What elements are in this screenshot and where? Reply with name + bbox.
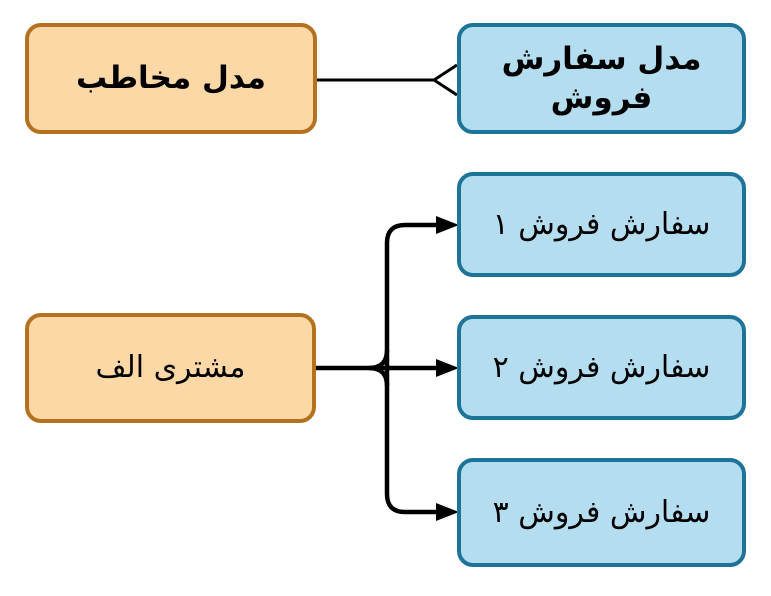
node-sale-order-1-label: سفارش فروش ۱ bbox=[492, 206, 711, 242]
arrowhead-icon bbox=[436, 216, 459, 234]
branch-down bbox=[384, 368, 439, 515]
node-customer-a-label: مشتری الف bbox=[95, 350, 246, 386]
edge-contact-to-sale-order-model bbox=[317, 63, 458, 97]
branch-arrowheads bbox=[436, 216, 459, 521]
node-sale-order-3: سفارش فروش ۳ bbox=[457, 458, 746, 567]
edge-customer-branch bbox=[316, 222, 440, 515]
node-sale-order-2: سفارش فروش ۲ bbox=[457, 315, 746, 420]
arrowhead-icon bbox=[436, 503, 459, 521]
node-customer-a: مشتری الف bbox=[25, 313, 316, 423]
node-sale-order-2-label: سفارش فروش ۲ bbox=[492, 349, 711, 385]
node-sale-order-3-label: سفارش فروش ۳ bbox=[492, 494, 711, 530]
branch-up bbox=[384, 222, 439, 368]
node-contact-model: مدل مخاطب bbox=[25, 23, 317, 134]
node-sale-order-1: سفارش فروش ۱ bbox=[457, 172, 746, 277]
node-sale-order-model: مدل سفارش فروش bbox=[457, 23, 746, 134]
node-sale-order-model-label: مدل سفارش فروش bbox=[501, 40, 702, 116]
node-contact-model-label: مدل مخاطب bbox=[76, 60, 266, 97]
open-v-arrowhead-icon bbox=[431, 63, 458, 97]
branch-fillet-down bbox=[368, 365, 390, 387]
branch-fillet-up bbox=[368, 349, 390, 371]
arrowhead-icon bbox=[436, 359, 459, 377]
